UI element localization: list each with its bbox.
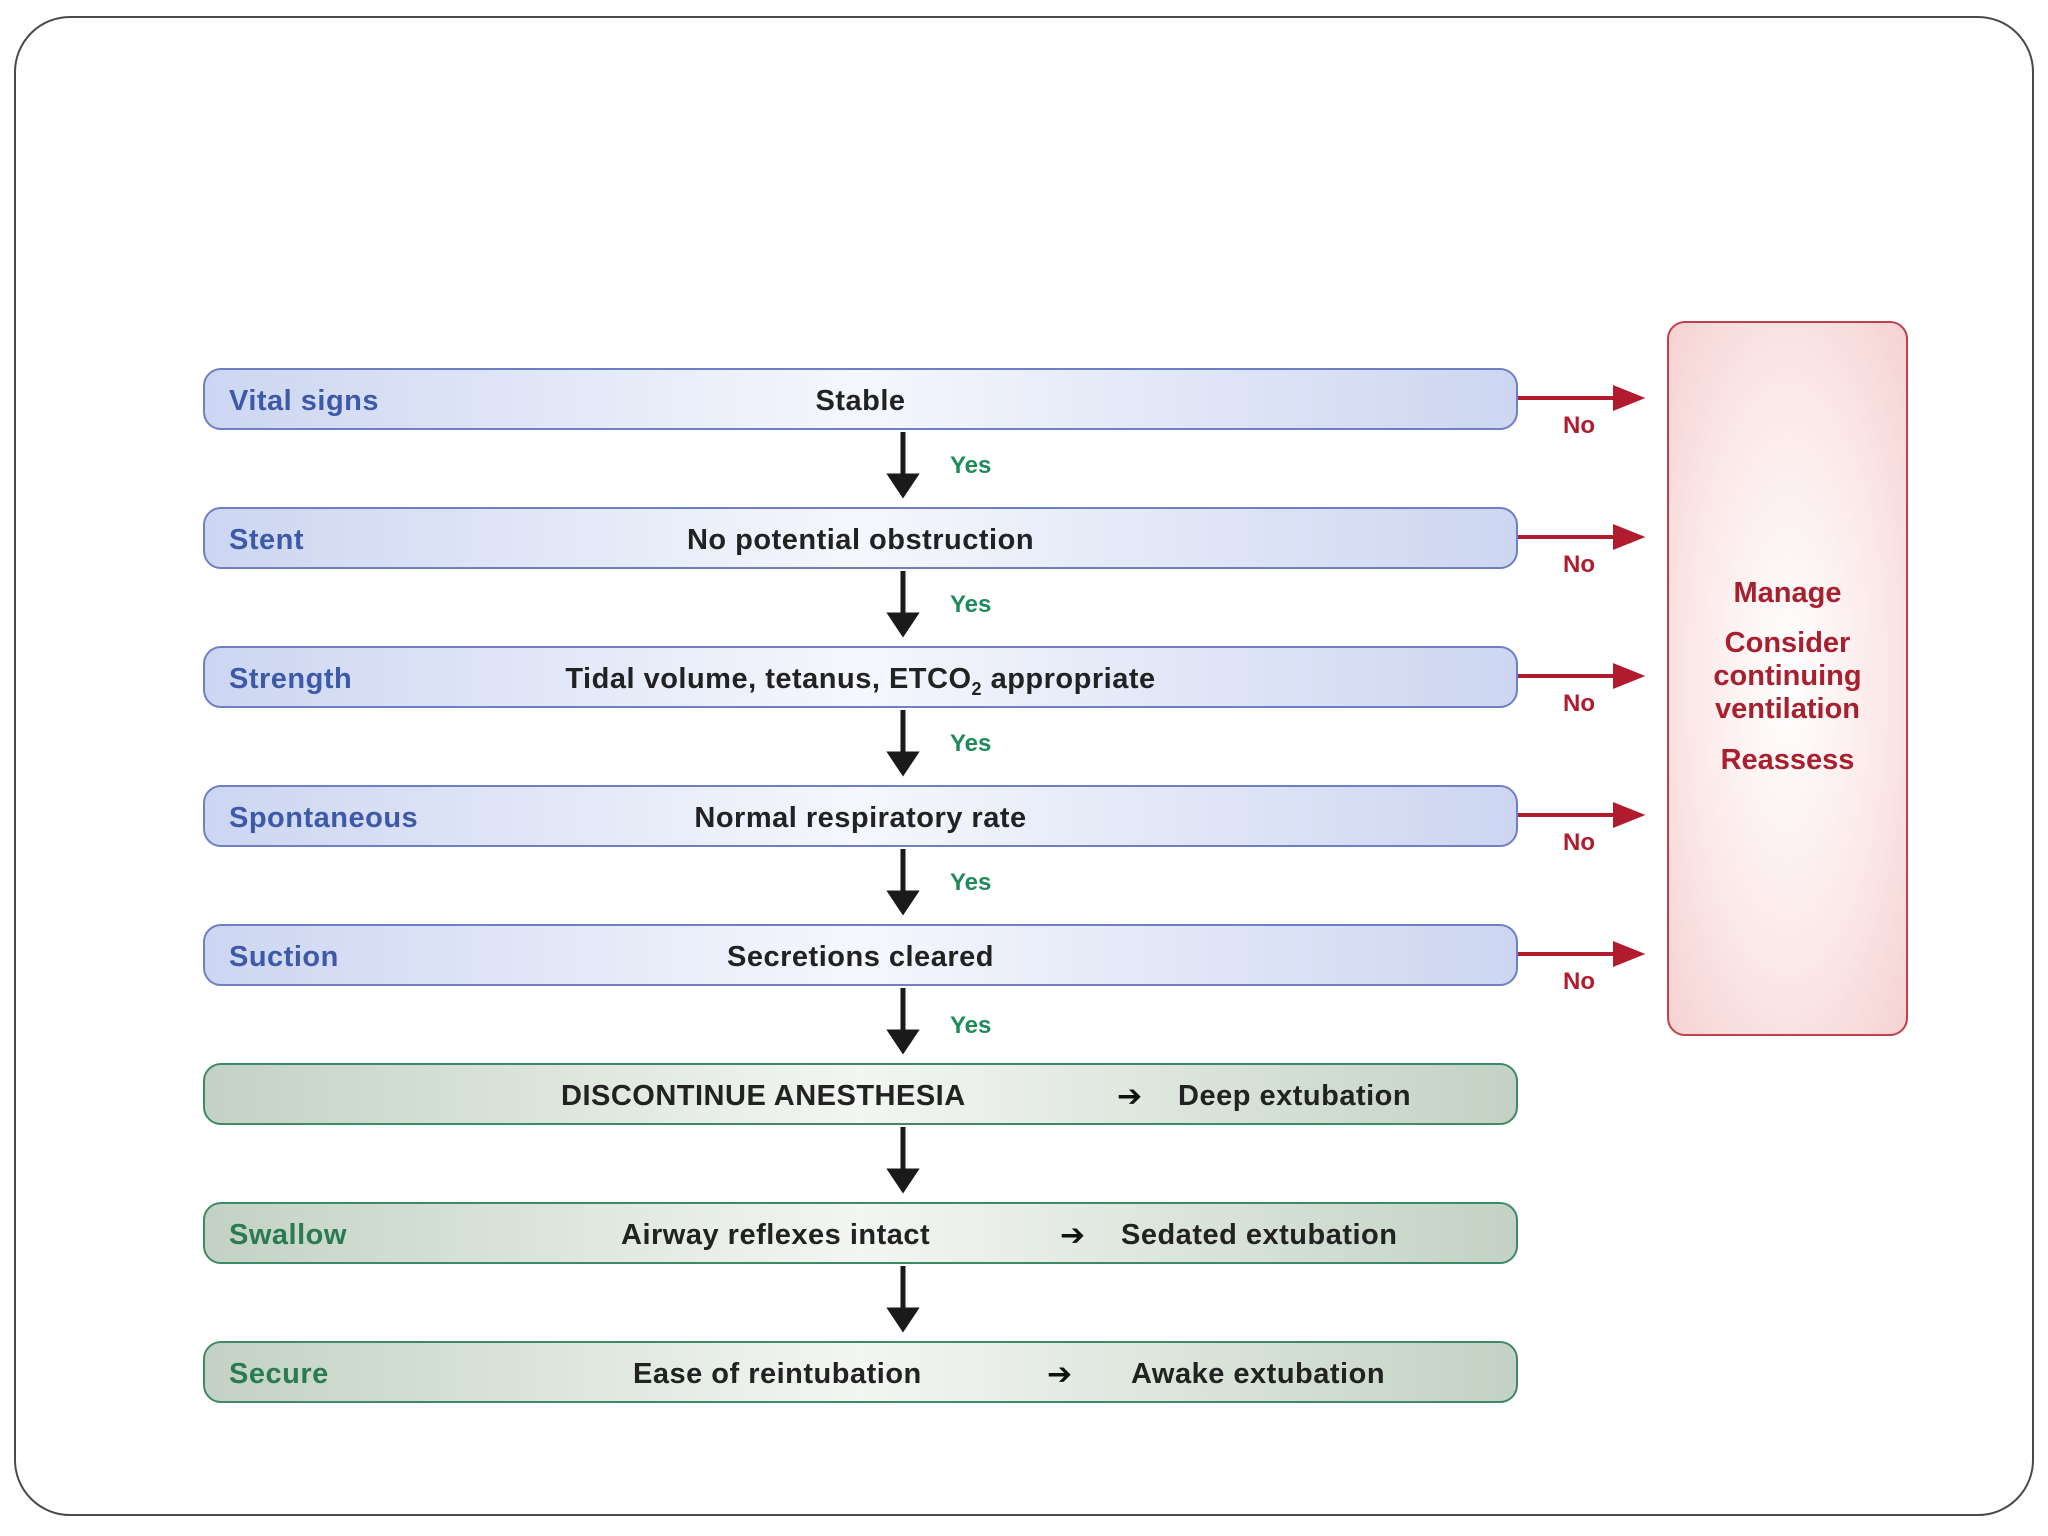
manage-box: Manage Consider continuing ventilation R… (1667, 321, 1908, 1036)
down-arrow-head-6 (886, 1168, 920, 1194)
step-criterion: Stable (815, 385, 906, 417)
step-label: Stent (229, 524, 304, 556)
step-strength: Strength Tidal volume, tetanus, ETCO2 ap… (203, 646, 1518, 708)
down-arrow-head-1 (886, 473, 920, 499)
step-vital-signs: Vital signs Stable (203, 368, 1518, 430)
step-label: Secure (229, 1358, 329, 1390)
right-arrow-icon: ➔ (1060, 1219, 1086, 1252)
yes-label: Yes (950, 591, 992, 618)
step-label: Suction (229, 941, 339, 973)
criterion-text-post: appropriate (982, 663, 1156, 695)
no-arrows (1518, 385, 1646, 967)
yes-arrows (886, 432, 920, 1333)
no-label: No (1563, 690, 1595, 717)
right-arrow-icon: ➔ (1047, 1358, 1073, 1391)
no-arrow-head-1 (1613, 385, 1646, 411)
down-arrow-head-7 (886, 1307, 920, 1333)
step-outcome: Deep extubation (1178, 1080, 1412, 1112)
no-arrow-head-4 (1613, 802, 1646, 828)
criterion-subscript: 2 (971, 678, 983, 699)
down-arrow-head-2 (886, 612, 920, 638)
step-suction: Suction Secretions cleared (203, 924, 1518, 986)
step-discontinue-anesthesia: DISCONTINUE ANESTHESIA ➔ Deep extubation (203, 1063, 1518, 1125)
down-arrow-head-4 (886, 890, 920, 916)
step-label: Vital signs (229, 385, 380, 417)
step-criterion: Ease of reintubation (633, 1358, 922, 1390)
down-arrow-head-5 (886, 1029, 920, 1055)
yes-label: Yes (950, 1012, 992, 1039)
step-outcome: Awake extubation (1131, 1358, 1386, 1390)
step-criterion: No potential obstruction (686, 524, 1035, 556)
step-outcome: Sedated extubation (1121, 1219, 1398, 1251)
yes-label: Yes (950, 452, 992, 479)
step-spontaneous: Spontaneous Normal respiratory rate (203, 785, 1518, 847)
manage-line: Manage (1733, 577, 1842, 609)
manage-line: ventilation (1714, 693, 1860, 725)
yes-label: Yes (950, 869, 992, 896)
manage-line: Consider (1724, 627, 1851, 659)
manage-line: continuing (1713, 660, 1862, 692)
step-stent: Stent No potential obstruction (203, 507, 1518, 569)
no-arrow-head-5 (1613, 941, 1646, 967)
no-arrow-head-2 (1613, 524, 1646, 550)
step-criterion: Tidal volume, tetanus, ETCO2 appropriate (205, 663, 1516, 700)
no-label: No (1563, 968, 1595, 995)
no-label: No (1563, 551, 1595, 578)
step-label: Swallow (229, 1219, 347, 1251)
down-arrow-head-3 (886, 751, 920, 777)
no-label: No (1563, 412, 1595, 439)
step-secure: Secure Ease of reintubation ➔ Awake extu… (203, 1341, 1518, 1403)
step-label: Strength (229, 663, 353, 695)
right-arrow-icon: ➔ (1117, 1080, 1143, 1113)
step-criterion: DISCONTINUE ANESTHESIA (561, 1080, 966, 1112)
step-swallow: Swallow Airway reflexes intact ➔ Sedated… (203, 1202, 1518, 1264)
manage-line: Reassess (1720, 744, 1855, 776)
yes-label: Yes (950, 730, 992, 757)
no-label: No (1563, 829, 1595, 856)
step-criterion: Normal respiratory rate (694, 802, 1027, 834)
step-criterion: Secretions cleared (727, 941, 994, 973)
criterion-text-pre: Tidal volume, tetanus, ETCO (565, 663, 972, 695)
step-label: Spontaneous (229, 802, 419, 834)
no-arrow-head-3 (1613, 663, 1646, 689)
step-criterion: Airway reflexes intact (621, 1219, 931, 1251)
